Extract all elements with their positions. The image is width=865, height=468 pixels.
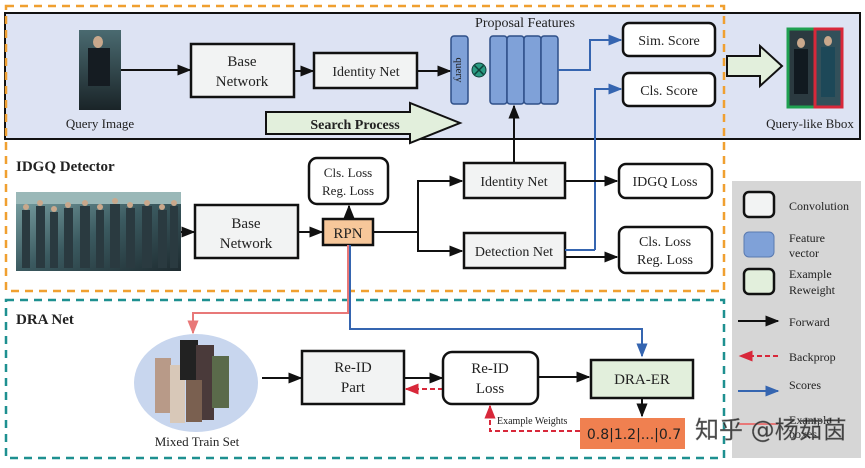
dra-net-title: DRA Net xyxy=(16,312,74,328)
watermark: 知乎 @杨茹茵 xyxy=(695,416,847,444)
query-image-label: Query Image xyxy=(66,116,134,131)
mixed-train-set-image xyxy=(134,334,258,432)
top-base-network-line2: Network xyxy=(216,74,269,90)
rpn-cls-loss-label: Cls. Loss xyxy=(324,165,372,180)
dra-net-region xyxy=(4,298,726,460)
idgq-loss-label: IDGQ Loss xyxy=(633,175,698,190)
legend-item-convolution: Convolution xyxy=(742,190,849,219)
rpn-reg-loss-label: Reg. Loss xyxy=(322,183,374,198)
multiply-cross xyxy=(473,64,485,76)
legend-label-reweight: Reweight xyxy=(789,283,836,297)
detection-net-box[interactable] xyxy=(462,231,567,270)
proposal-feature-2 xyxy=(506,35,525,105)
result-arrow xyxy=(726,43,784,89)
example-reweight-box-icon xyxy=(742,267,776,296)
reid-part-line1: Re-ID xyxy=(334,360,372,376)
proposal-feature-1 xyxy=(489,35,508,105)
idgq-base-network-line1: Base xyxy=(231,216,261,232)
reid-part-line2: Part xyxy=(341,380,366,396)
idgq-detector-region xyxy=(4,4,726,293)
idgq-base-network-line2: Network xyxy=(220,236,273,252)
det-reg-loss-label: Reg. Loss xyxy=(637,253,693,268)
example-weights-bar xyxy=(580,418,685,449)
red-bbox xyxy=(813,27,844,109)
scene-image xyxy=(16,192,181,271)
legend-item-feature-vector: Feature vector xyxy=(743,231,825,260)
query-like-bbox-image xyxy=(786,27,844,109)
query-person-head xyxy=(93,36,103,48)
legend-label-scores: Scores xyxy=(789,378,821,392)
convolution-box-icon xyxy=(742,190,776,219)
legend-label-backprop: Backprop xyxy=(789,350,836,364)
legend-label-example-boxes-1: Example xyxy=(789,413,832,427)
legend-label-forward: Forward xyxy=(789,315,830,329)
legend-panel xyxy=(732,181,861,458)
feature-vector-box-icon xyxy=(743,231,775,258)
legend-label-vector: vector xyxy=(789,246,819,260)
query-person-body xyxy=(88,48,110,86)
legend-item-backprop: Backprop xyxy=(738,350,836,364)
idgq-base-network-box[interactable] xyxy=(193,203,300,260)
top-identity-net-box[interactable] xyxy=(312,51,419,90)
mixed-train-set-label: Mixed Train Set xyxy=(155,434,240,449)
idgq-loss-box[interactable] xyxy=(617,162,714,200)
dra-er-box[interactable] xyxy=(589,358,695,400)
top-base-network-line1: Base xyxy=(227,54,257,70)
legend-item-forward: Forward xyxy=(738,315,830,329)
reid-part-box[interactable] xyxy=(300,349,406,406)
scores-line-to-dra-er xyxy=(349,245,648,358)
proposal-feature-4 xyxy=(540,35,559,105)
example-weights-label: Example Weights xyxy=(497,416,567,427)
arrow-rpn-split xyxy=(373,175,464,233)
legend-item-scores: Scores xyxy=(738,378,821,397)
example-weights-values: 0.8|1.2|...|0.7 xyxy=(587,427,681,443)
proposal-feature-3 xyxy=(523,35,542,105)
scores-line-to-sim xyxy=(558,34,623,71)
scores-line-to-cls xyxy=(594,83,623,250)
legend-item-example-boxes: Example boxes xyxy=(738,413,832,441)
search-process-label: Search Process xyxy=(310,118,400,133)
idgq-detector-title: IDGQ Detector xyxy=(16,159,115,175)
det-loss-box[interactable] xyxy=(617,225,714,275)
idgq-identity-net-label: Identity Net xyxy=(480,175,547,190)
query-label: query xyxy=(453,57,465,83)
reid-loss-line2: Loss xyxy=(476,381,505,397)
legend-label-convolution: Convolution xyxy=(789,199,849,213)
detection-net-label: Detection Net xyxy=(475,245,553,260)
query-feature-vector[interactable] xyxy=(450,35,469,105)
reid-loss-line1: Re-ID xyxy=(471,361,509,377)
query-like-bbox-label: Query-like Bbox xyxy=(766,116,854,131)
cls-score-box[interactable] xyxy=(621,71,717,108)
det-cls-loss-label: Cls. Loss xyxy=(639,235,691,250)
top-identity-net-label: Identity Net xyxy=(332,65,399,80)
cls-score-label: Cls. Score xyxy=(640,84,698,99)
legend-item-example-reweight: Example Reweight xyxy=(742,267,836,297)
sim-score-box[interactable] xyxy=(621,21,717,58)
legend-label-example: Example xyxy=(789,267,832,281)
proposal-features-stack[interactable] xyxy=(489,35,559,105)
rpn-label: RPN xyxy=(333,226,362,242)
example-boxes-line xyxy=(187,245,349,335)
legend-label-feature: Feature xyxy=(789,231,825,245)
dra-er-label: DRA-ER xyxy=(614,372,670,388)
sim-score-label: Sim. Score xyxy=(638,34,699,49)
legend-label-example-boxes-2: boxes xyxy=(789,427,817,441)
search-process-arrow xyxy=(265,101,463,145)
rpn-loss-box[interactable] xyxy=(307,156,390,206)
arrow-rpn-to-detection xyxy=(417,232,464,257)
proposal-features-label: Proposal Features xyxy=(475,16,575,31)
backprop-weights-to-reid-loss xyxy=(484,404,580,432)
